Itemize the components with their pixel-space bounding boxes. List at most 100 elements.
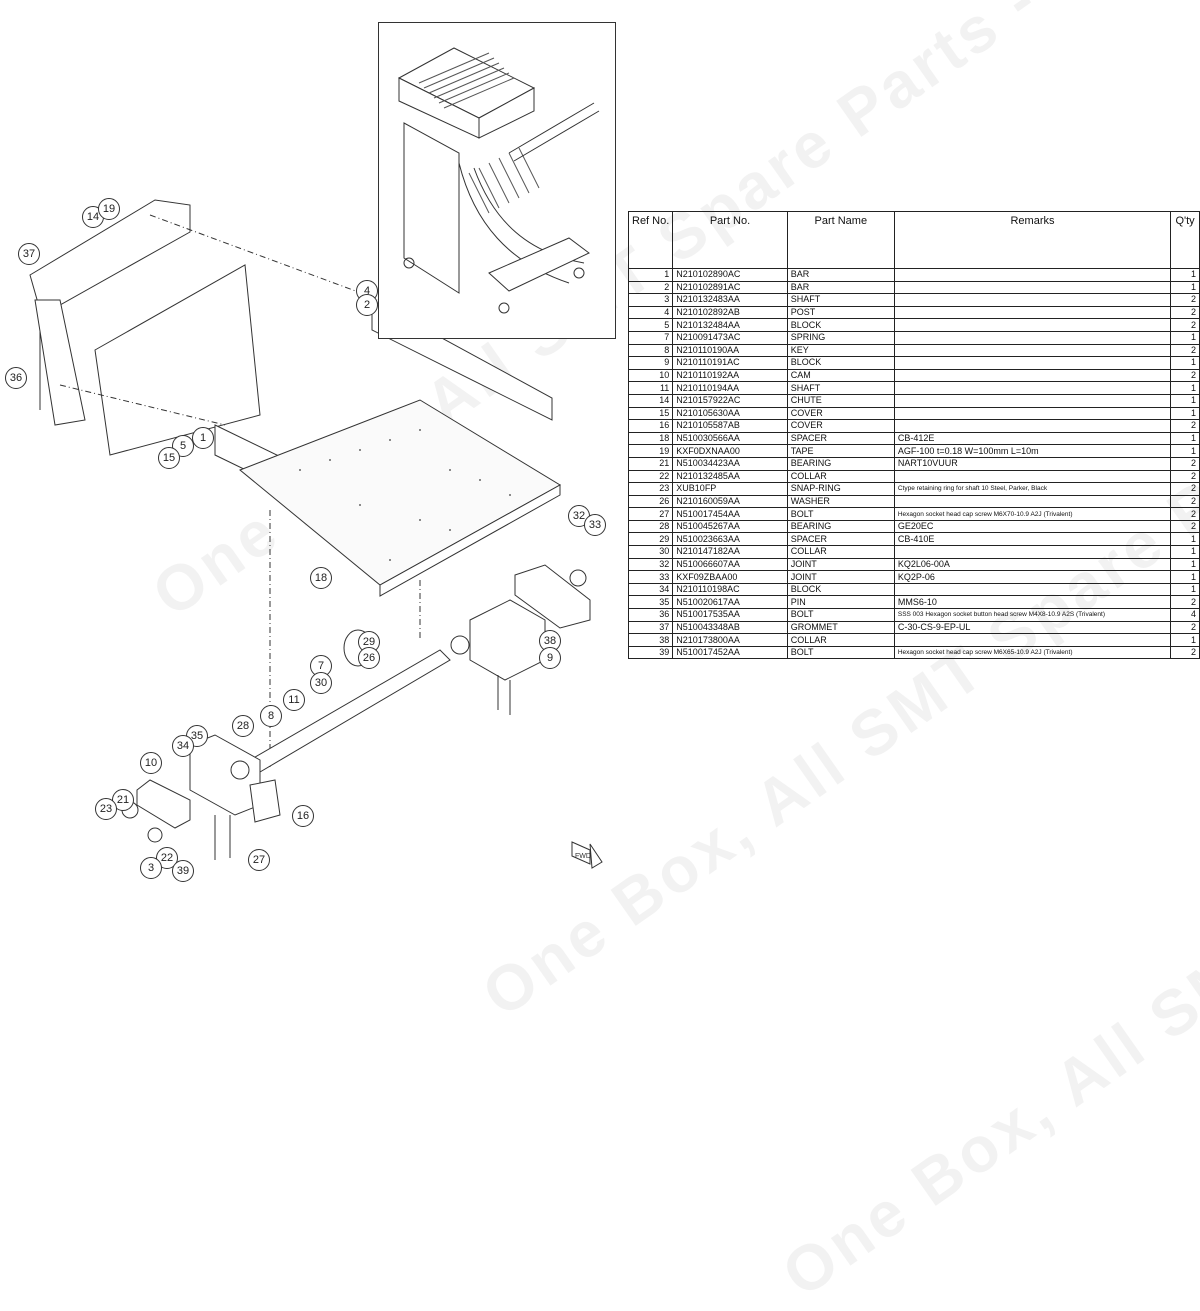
remarks-cell xyxy=(893,318,1172,332)
part-name-cell: JOINT xyxy=(786,557,895,572)
parts-list-table: Ref No. Part No. Part Name Remarks Q'ty … xyxy=(627,211,1200,660)
part-no-cell: N210160059AA xyxy=(672,494,788,509)
remarks-cell xyxy=(893,494,1172,509)
ref-no-cell: 38 xyxy=(627,633,674,647)
ref-no-cell: 35 xyxy=(627,595,674,610)
qty-cell: 2 xyxy=(1170,419,1200,433)
ref-no-cell: 32 xyxy=(627,557,674,572)
part-no-cell: N510066607AA xyxy=(672,557,788,572)
qty-cell: 2 xyxy=(1170,469,1200,484)
remarks-cell: AGF-100 t=0.18 W=100mm L=10m xyxy=(893,444,1172,458)
ref-no-cell: 34 xyxy=(627,582,674,597)
part-no-cell: N510043348AB xyxy=(672,620,788,635)
ref-no-cell: 29 xyxy=(627,532,674,547)
part-no-cell: N510017452AA xyxy=(672,645,788,660)
part-name-cell: SHAFT xyxy=(786,293,895,307)
ref-no-cell: 19 xyxy=(627,444,674,458)
qty-cell: 2 xyxy=(1170,305,1200,320)
ref-no-cell: 15 xyxy=(627,406,674,421)
qty-cell: 2 xyxy=(1170,368,1200,383)
remarks-cell: SSS 003 Hexagon socket button head screw… xyxy=(893,608,1172,622)
part-name-cell: COVER xyxy=(786,419,895,433)
ref-no-cell: 3 xyxy=(627,293,674,307)
part-name-cell: COVER xyxy=(786,406,895,421)
qty-cell: 2 xyxy=(1170,620,1200,635)
ref-no-cell: 4 xyxy=(627,305,674,320)
part-name-cell: CHUTE xyxy=(786,393,895,408)
ref-no-cell: 21 xyxy=(627,456,674,471)
exploded-view-drawing: FWD xyxy=(29,199,603,869)
remarks-cell: KQ2P-06 xyxy=(893,570,1172,584)
qty-cell: 2 xyxy=(1170,507,1200,521)
ref-no-cell: 33 xyxy=(627,570,674,584)
callout-bubble: 11 xyxy=(283,689,305,711)
part-name-cell: BEARING xyxy=(786,519,895,534)
callout-bubble: 15 xyxy=(158,447,180,469)
remarks-cell xyxy=(893,381,1172,395)
part-name-cell: CAM xyxy=(786,368,895,383)
callout-bubble: 10 xyxy=(140,752,162,774)
part-name-cell: SHAFT xyxy=(786,381,895,395)
ref-no-cell: 37 xyxy=(627,620,674,635)
part-no-cell: N210132484AA xyxy=(672,318,788,332)
remarks-cell xyxy=(893,280,1172,295)
callout-bubble: 8 xyxy=(260,705,282,727)
qty-cell: 1 xyxy=(1170,406,1200,421)
part-no-cell: N210110198AC xyxy=(672,582,788,597)
ref-no-cell: 1 xyxy=(627,268,674,282)
qty-cell: 1 xyxy=(1170,444,1200,458)
callout-bubble: 28 xyxy=(232,715,254,737)
remarks-cell: CB-410E xyxy=(893,532,1172,547)
qty-cell: 1 xyxy=(1170,356,1200,370)
header-part-name: Part Name xyxy=(786,211,895,269)
part-name-cell: POST xyxy=(786,305,895,320)
remarks-cell xyxy=(893,356,1172,370)
ref-no-cell: 36 xyxy=(627,608,674,622)
part-no-cell: N210110194AA xyxy=(672,381,788,395)
part-name-cell: COLLAR xyxy=(786,545,895,559)
qty-cell: 2 xyxy=(1170,519,1200,534)
callout-bubble: 1 xyxy=(192,427,214,449)
header-ref-no: Ref No. xyxy=(627,211,674,269)
qty-cell: 1 xyxy=(1170,393,1200,408)
part-name-cell: BOLT xyxy=(786,507,895,521)
ref-no-cell: 18 xyxy=(627,431,674,446)
callout-bubble: 39 xyxy=(172,860,194,882)
part-no-cell: N510020617AA xyxy=(672,595,788,610)
part-name-cell: BAR xyxy=(786,280,895,295)
part-no-cell: XUB10FP xyxy=(672,482,788,496)
part-no-cell: N510023663AA xyxy=(672,532,788,547)
remarks-cell xyxy=(893,582,1172,597)
qty-cell: 2 xyxy=(1170,494,1200,509)
part-name-cell: PIN xyxy=(786,595,895,610)
part-name-cell: SPACER xyxy=(786,532,895,547)
part-no-cell: N510017454AA xyxy=(672,507,788,521)
remarks-cell: Hexagon socket head cap screw M6X65-10.9… xyxy=(893,645,1172,660)
callout-bubble: 34 xyxy=(172,735,194,757)
ref-no-cell: 9 xyxy=(627,356,674,370)
part-name-cell: GROMMET xyxy=(786,620,895,635)
remarks-cell: NART10VUUR xyxy=(893,456,1172,471)
remarks-cell: CB-412E xyxy=(893,431,1172,446)
part-no-cell: N510017535AA xyxy=(672,608,788,622)
callout-bubble: 3 xyxy=(140,857,162,879)
ref-no-cell: 39 xyxy=(627,645,674,660)
ref-no-cell: 27 xyxy=(627,507,674,521)
callout-bubble: 19 xyxy=(98,198,120,220)
qty-cell: 2 xyxy=(1170,482,1200,496)
